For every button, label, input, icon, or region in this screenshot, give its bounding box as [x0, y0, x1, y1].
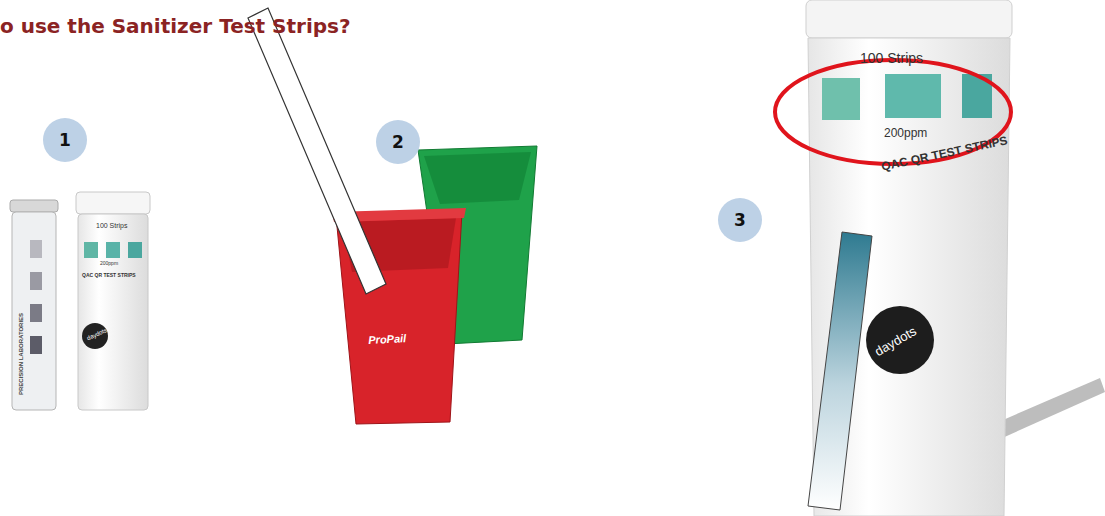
- vial-label: 200ppm: [100, 260, 118, 266]
- step-circle: 1: [43, 118, 87, 162]
- vial-label: 200ppm: [884, 126, 927, 140]
- callout-number: 3: [734, 210, 746, 230]
- callout-number: 1: [59, 130, 71, 150]
- vial-label: QAC QR TEST STRIPS: [82, 272, 136, 278]
- small-vials: [10, 192, 150, 410]
- sanitizer-buckets: [248, 8, 537, 424]
- step-circle: 3: [718, 198, 762, 242]
- callout-number: 2: [392, 132, 404, 152]
- step-circle: 2: [376, 120, 420, 164]
- bucket-label: ProPail: [368, 332, 406, 346]
- vial-label: PRECISION LABORATORIES: [18, 313, 24, 395]
- vial-label: 100 Strips: [96, 222, 128, 229]
- page-title: o use the Sanitizer Test Strips?: [0, 14, 351, 38]
- large-vial: [775, 0, 1105, 516]
- vial-label: 100 Strips: [860, 50, 923, 66]
